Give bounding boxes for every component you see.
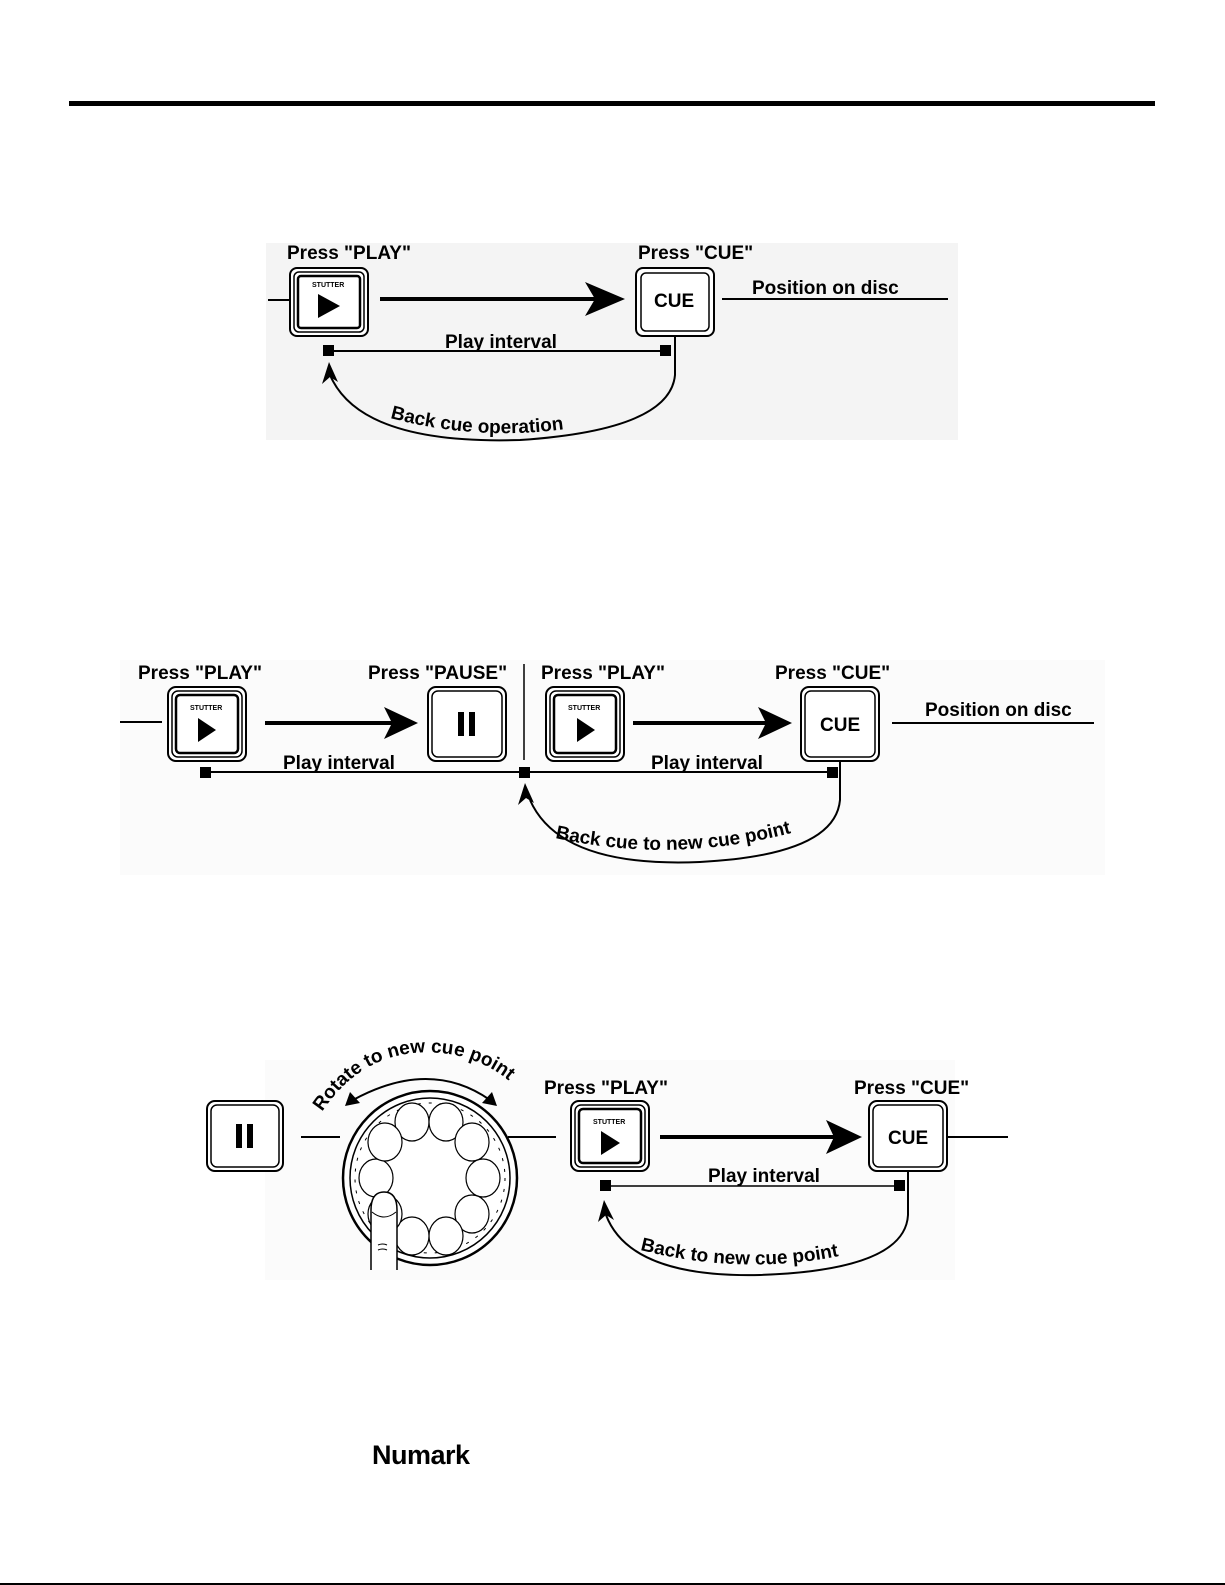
back-cue-label: Back cue to new cue point [554, 817, 793, 855]
cue-button-label: CUE [654, 291, 694, 312]
press-play-label: Press "PLAY" [544, 1078, 668, 1099]
position-on-disc-label: Position on disc [925, 700, 1072, 721]
diagram-new-cue: Press "PLAY" Press "PAUSE" Press "PLAY" … [120, 663, 1094, 864]
finger-icon [370, 1191, 398, 1270]
play-icon [601, 1131, 620, 1155]
diagram-back-cue: Press "PLAY" Press "CUE" STUTTER CUE Pos… [268, 243, 948, 442]
diagram-rotate-cue: Rotate to new cue point Press "PLAY" Pre… [206, 1036, 1008, 1277]
back-cue-arrow [529, 761, 841, 864]
interval-end-marker [894, 1180, 905, 1191]
rotate-right-arrow-icon [482, 1092, 497, 1106]
cue-button-label: CUE [888, 1128, 928, 1149]
cue-button-label: CUE [820, 715, 860, 736]
play-stutter-button-1[interactable]: STUTTER [167, 686, 247, 762]
press-cue-label: Press "CUE" [638, 243, 753, 264]
pause-icon [458, 712, 464, 736]
play-icon [198, 718, 216, 742]
stutter-label: STUTTER [312, 282, 344, 289]
cue-button[interactable]: CUE [868, 1100, 948, 1172]
stutter-label: STUTTER [593, 1119, 625, 1126]
back-cue-label: Back to new cue point [639, 1234, 841, 1269]
pause-button[interactable] [427, 686, 507, 762]
interval-end-marker [660, 345, 671, 356]
play-interval-label: Play interval [708, 1166, 820, 1187]
position-on-disc-label: Position on disc [752, 278, 899, 299]
interval-start-marker [600, 1180, 611, 1191]
press-play-label-2: Press "PLAY" [541, 663, 665, 684]
back-cue-arrow [605, 1171, 909, 1277]
arrow-head-icon [384, 707, 418, 739]
stutter-label: STUTTER [190, 705, 222, 712]
arrow-head-icon [585, 282, 625, 316]
play-stutter-button[interactable]: STUTTER [570, 1100, 650, 1172]
arrow-head-icon [826, 1120, 862, 1154]
press-play-label: Press "PLAY" [287, 243, 411, 264]
header-rule [69, 101, 1155, 106]
press-cue-label: Press "CUE" [775, 663, 890, 684]
play-icon [318, 294, 340, 318]
rotate-arrow [352, 1078, 491, 1101]
play-stutter-button-2[interactable]: STUTTER [545, 686, 625, 762]
back-cue-arrow [329, 336, 676, 442]
press-pause-label: Press "PAUSE" [368, 663, 507, 684]
interval-mid-marker [519, 767, 530, 778]
interval-start-marker [200, 767, 211, 778]
interval-end-marker [827, 767, 838, 778]
back-arrow-head-icon [518, 783, 534, 805]
pause-icon [236, 1124, 242, 1148]
cue-button[interactable]: CUE [635, 267, 715, 337]
cue-button[interactable]: CUE [800, 686, 880, 762]
back-arrow-head-icon [322, 362, 338, 384]
stutter-label: STUTTER [568, 705, 600, 712]
play-interval-label-1: Play interval [283, 753, 395, 774]
jog-pads [358, 1102, 501, 1256]
play-stutter-button[interactable]: STUTTER [289, 267, 369, 337]
jog-wheel[interactable] [341, 1089, 519, 1270]
play-interval-label-2: Play interval [651, 753, 763, 774]
diagram-back-cue-background [266, 243, 958, 440]
press-cue-label: Press "CUE" [854, 1078, 969, 1099]
play-interval-label: Play interval [445, 332, 557, 353]
rotate-left-arrow-icon [345, 1092, 360, 1106]
back-arrow-head-icon [598, 1200, 614, 1222]
numark-logo: Numark [372, 1440, 470, 1470]
interval-start-marker [323, 345, 334, 356]
pause-button[interactable] [206, 1100, 284, 1172]
play-icon [577, 718, 595, 742]
arrow-head-icon [758, 707, 792, 739]
press-play-label-1: Press "PLAY" [138, 663, 262, 684]
footer-rule [0, 1583, 1225, 1585]
